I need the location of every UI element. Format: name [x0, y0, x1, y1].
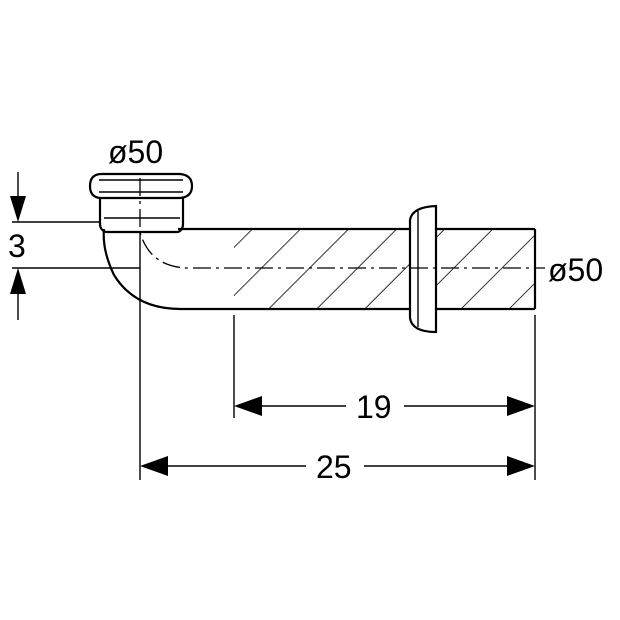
- pipe-body: [102, 227, 537, 311]
- dimension-lines: [10, 172, 536, 480]
- top-diameter-label: ø50: [108, 134, 163, 170]
- offset-label: 3: [8, 228, 26, 264]
- inner-length-label: 19: [356, 389, 392, 425]
- end-diameter-label: ø50: [548, 252, 603, 288]
- top-socket: [88, 172, 194, 234]
- wall-rosette: [408, 204, 438, 334]
- overall-length-label: 25: [316, 449, 352, 485]
